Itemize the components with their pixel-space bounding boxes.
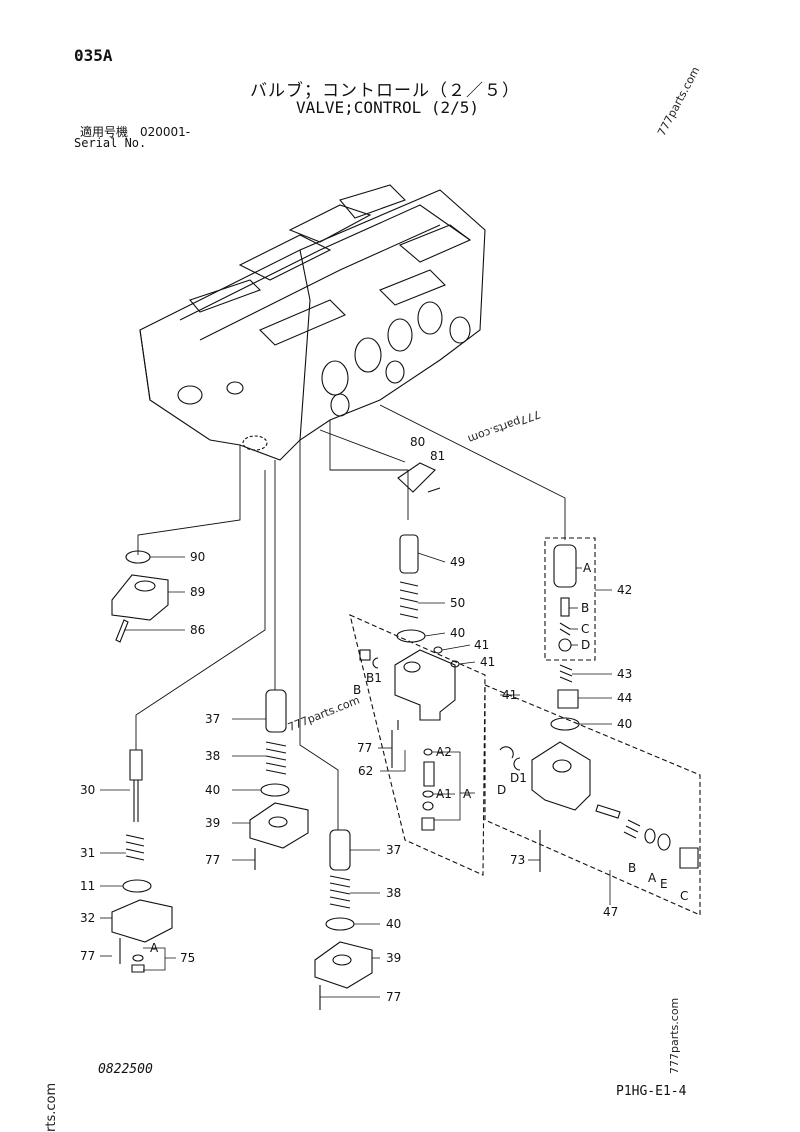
callout-31: 31	[80, 846, 95, 860]
callout-d: D	[497, 783, 506, 797]
callout-75: 75	[180, 951, 195, 965]
callout-41-lower: 41	[480, 655, 495, 669]
callout-39-middle: 39	[386, 951, 401, 965]
serial-label-japanese: 適用号機 020001-	[80, 125, 191, 139]
title-japanese: バルブ；コントロール（２／５）	[250, 81, 520, 101]
valve-body	[139, 184, 486, 461]
drawing-number: 0822500	[98, 1062, 153, 1077]
callout-42: 42	[617, 583, 632, 597]
callout-30: 30	[80, 783, 95, 797]
callout-40-middle: 40	[386, 917, 401, 931]
callout-11: 11	[80, 879, 95, 893]
callout-39-left: 39	[205, 816, 220, 830]
section-code: 035A	[74, 46, 113, 65]
callout-a1: A1	[436, 787, 452, 801]
callout-a-group: A	[463, 787, 472, 801]
callout-47: 47	[603, 905, 618, 919]
callout-42-c: C	[581, 622, 589, 636]
callout-43: 43	[617, 667, 632, 681]
callout-40-left: 40	[205, 783, 220, 797]
callout-a2: A2	[436, 745, 452, 759]
callout-38-middle: 38	[386, 886, 401, 900]
callout-42-d: D	[581, 638, 590, 652]
callout-41-upper: 41	[474, 638, 489, 652]
callout-49: 49	[450, 555, 465, 569]
callout-42-a: A	[583, 561, 592, 575]
callout-77-bottom: 77	[386, 990, 401, 1004]
callout-32: 32	[80, 911, 95, 925]
page-code: P1HG-E1-4	[616, 1084, 687, 1099]
callout-42-b: B	[581, 601, 589, 615]
callout-47-b: B	[628, 861, 636, 875]
watermark-bottom-left: rts.com	[44, 1082, 59, 1132]
callout-50: 50	[450, 596, 465, 610]
callout-38-left: 38	[205, 749, 220, 763]
callout-77-left: 77	[205, 853, 220, 867]
callout-90: 90	[190, 550, 205, 564]
title-english: VALVE;CONTROL (2/5)	[296, 98, 480, 117]
callout-86: 86	[190, 623, 205, 637]
callout-89: 89	[190, 585, 205, 599]
callout-80: 80	[410, 435, 425, 449]
callout-75-a: A	[150, 941, 159, 955]
callout-62: 62	[358, 764, 373, 778]
callout-47-c: C	[680, 889, 688, 903]
callout-d1: D1	[510, 771, 527, 785]
callout-b: B	[353, 683, 361, 697]
callout-73: 73	[510, 853, 525, 867]
callout-81: 81	[430, 449, 445, 463]
callout-77-middle: 77	[357, 741, 372, 755]
callout-40-top: 40	[450, 626, 465, 640]
callout-b1: B1	[366, 671, 382, 685]
callout-37-left: 37	[205, 712, 220, 726]
callout-44: 44	[617, 691, 632, 705]
callout-77-far-left: 77	[80, 949, 95, 963]
serial-label-english: Serial No.	[74, 136, 147, 150]
callout-41-right: 41	[502, 688, 517, 702]
watermark-bottom-right: 777parts.com	[668, 997, 681, 1074]
callout-47-e: E	[660, 877, 668, 891]
callout-47-a: A	[648, 871, 657, 885]
callout-37-middle: 37	[386, 843, 401, 857]
callout-40-right: 40	[617, 717, 632, 731]
